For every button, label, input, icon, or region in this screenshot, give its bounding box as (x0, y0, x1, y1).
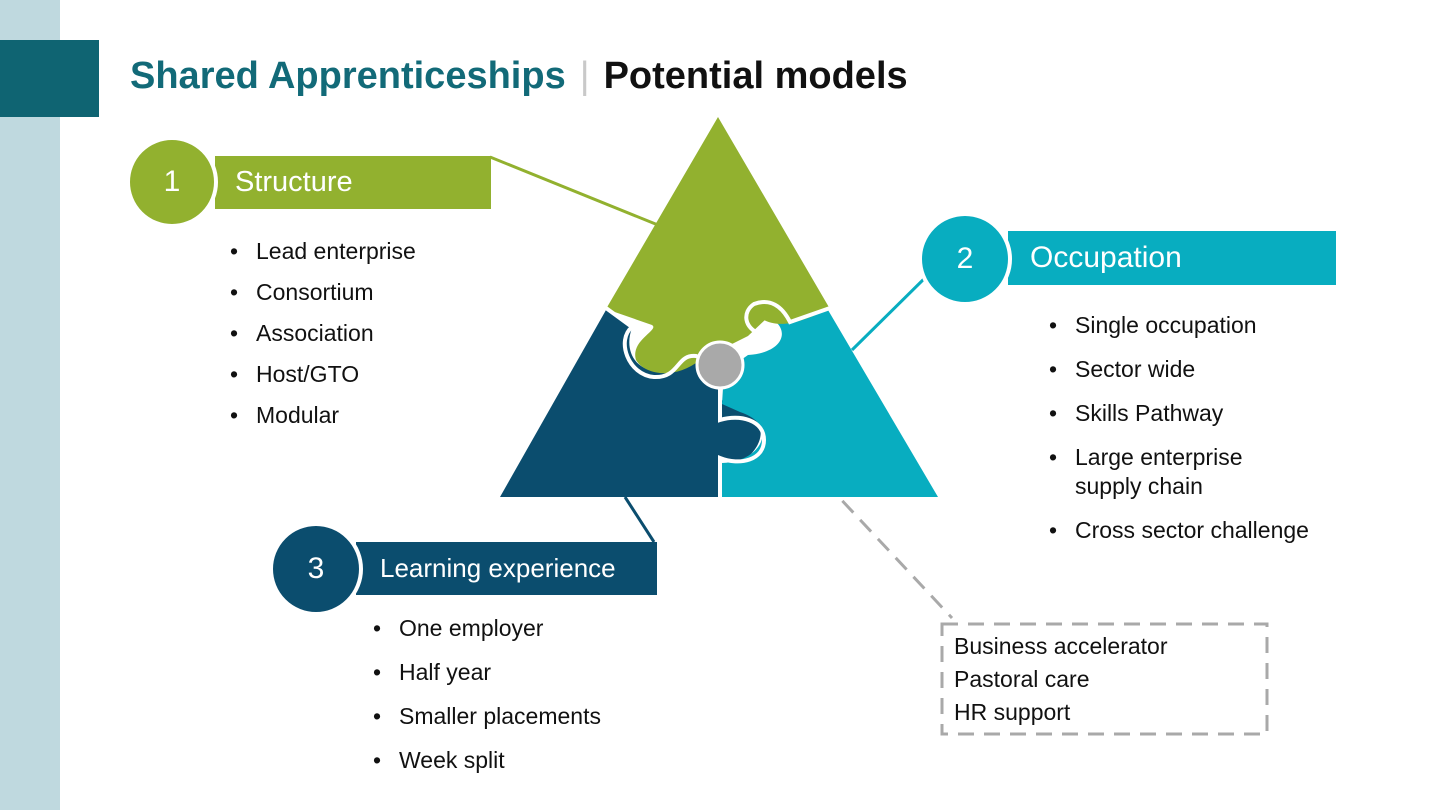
occupation-label: Occupation (1030, 241, 1182, 274)
list-item: Modular (230, 395, 416, 436)
puzzle-seam-right (742, 300, 831, 354)
learning-number-badge: 3 (269, 522, 363, 616)
list-item: Sector wide (1049, 355, 1309, 384)
learning-list: One employer Half year Smaller placement… (373, 606, 601, 782)
page-title: Shared Apprenticeships | Potential models (130, 52, 908, 100)
learning-number: 3 (307, 552, 325, 585)
list-item: Skills Pathway (1049, 399, 1309, 428)
support-box-dashed-border (940, 622, 1269, 736)
structure-puzzle-piece (606, 117, 830, 374)
learning-label: Learning experience (380, 553, 616, 583)
occupation-banner: Occupation (1008, 231, 1336, 285)
structure-banner: Structure (215, 156, 491, 209)
support-item: HR support (954, 699, 1071, 725)
list-item-text: Sector wide (1075, 356, 1196, 382)
list-item: Week split (373, 738, 601, 782)
center-hub-circle (695, 340, 745, 390)
support-item: Business accelerator (954, 633, 1168, 659)
structure-number: 1 (163, 165, 181, 198)
title-part-2: Potential models (603, 55, 908, 97)
title-separator: | (579, 55, 590, 97)
occupation-puzzle-piece (722, 310, 938, 497)
list-item-text: Single occupation (1075, 312, 1257, 338)
list-item: Large enterprise supply chain (1049, 443, 1309, 501)
support-item: Pastoral care (954, 666, 1090, 692)
list-item: Lead enterprise (230, 231, 416, 272)
title-part-1: Shared Apprenticeships (130, 55, 566, 97)
occupation-connector-line (850, 269, 934, 352)
structure-number-badge: 1 (126, 136, 218, 228)
title-accent-block (0, 40, 99, 117)
list-item: One employer (373, 606, 601, 650)
structure-connector-line (489, 155, 659, 227)
support-callout: Business accelerator Pastoral care HR su… (954, 630, 1168, 729)
occupation-number: 2 (956, 242, 974, 275)
learning-connector-line (623, 496, 656, 543)
list-item: Association (230, 313, 416, 354)
list-item: Host/GTO (230, 354, 416, 395)
list-item-text: Cross sector challenge (1075, 517, 1309, 543)
occupation-number-badge: 2 (918, 212, 1012, 306)
puzzle-seam-vertical (718, 380, 767, 498)
list-item: Cross sector challenge (1049, 516, 1309, 545)
list-item-text: supply chain (1075, 473, 1203, 499)
learning-banner: Learning experience (356, 542, 657, 595)
learning-puzzle-piece (500, 310, 761, 497)
list-item: Single occupation (1049, 311, 1309, 340)
list-item: Half year (373, 650, 601, 694)
puzzle-seam-left (604, 306, 713, 380)
structure-label: Structure (235, 166, 353, 198)
list-item: Smaller placements (373, 694, 601, 738)
occupation-list: Single occupation Sector wide Skills Pat… (1049, 311, 1309, 545)
structure-list: Lead enterprise Consortium Association H… (230, 231, 416, 436)
list-item-text: Skills Pathway (1075, 400, 1224, 426)
left-accent-stripe (0, 0, 60, 810)
list-item: Consortium (230, 272, 416, 313)
list-item-text: Large enterprise (1075, 444, 1243, 470)
